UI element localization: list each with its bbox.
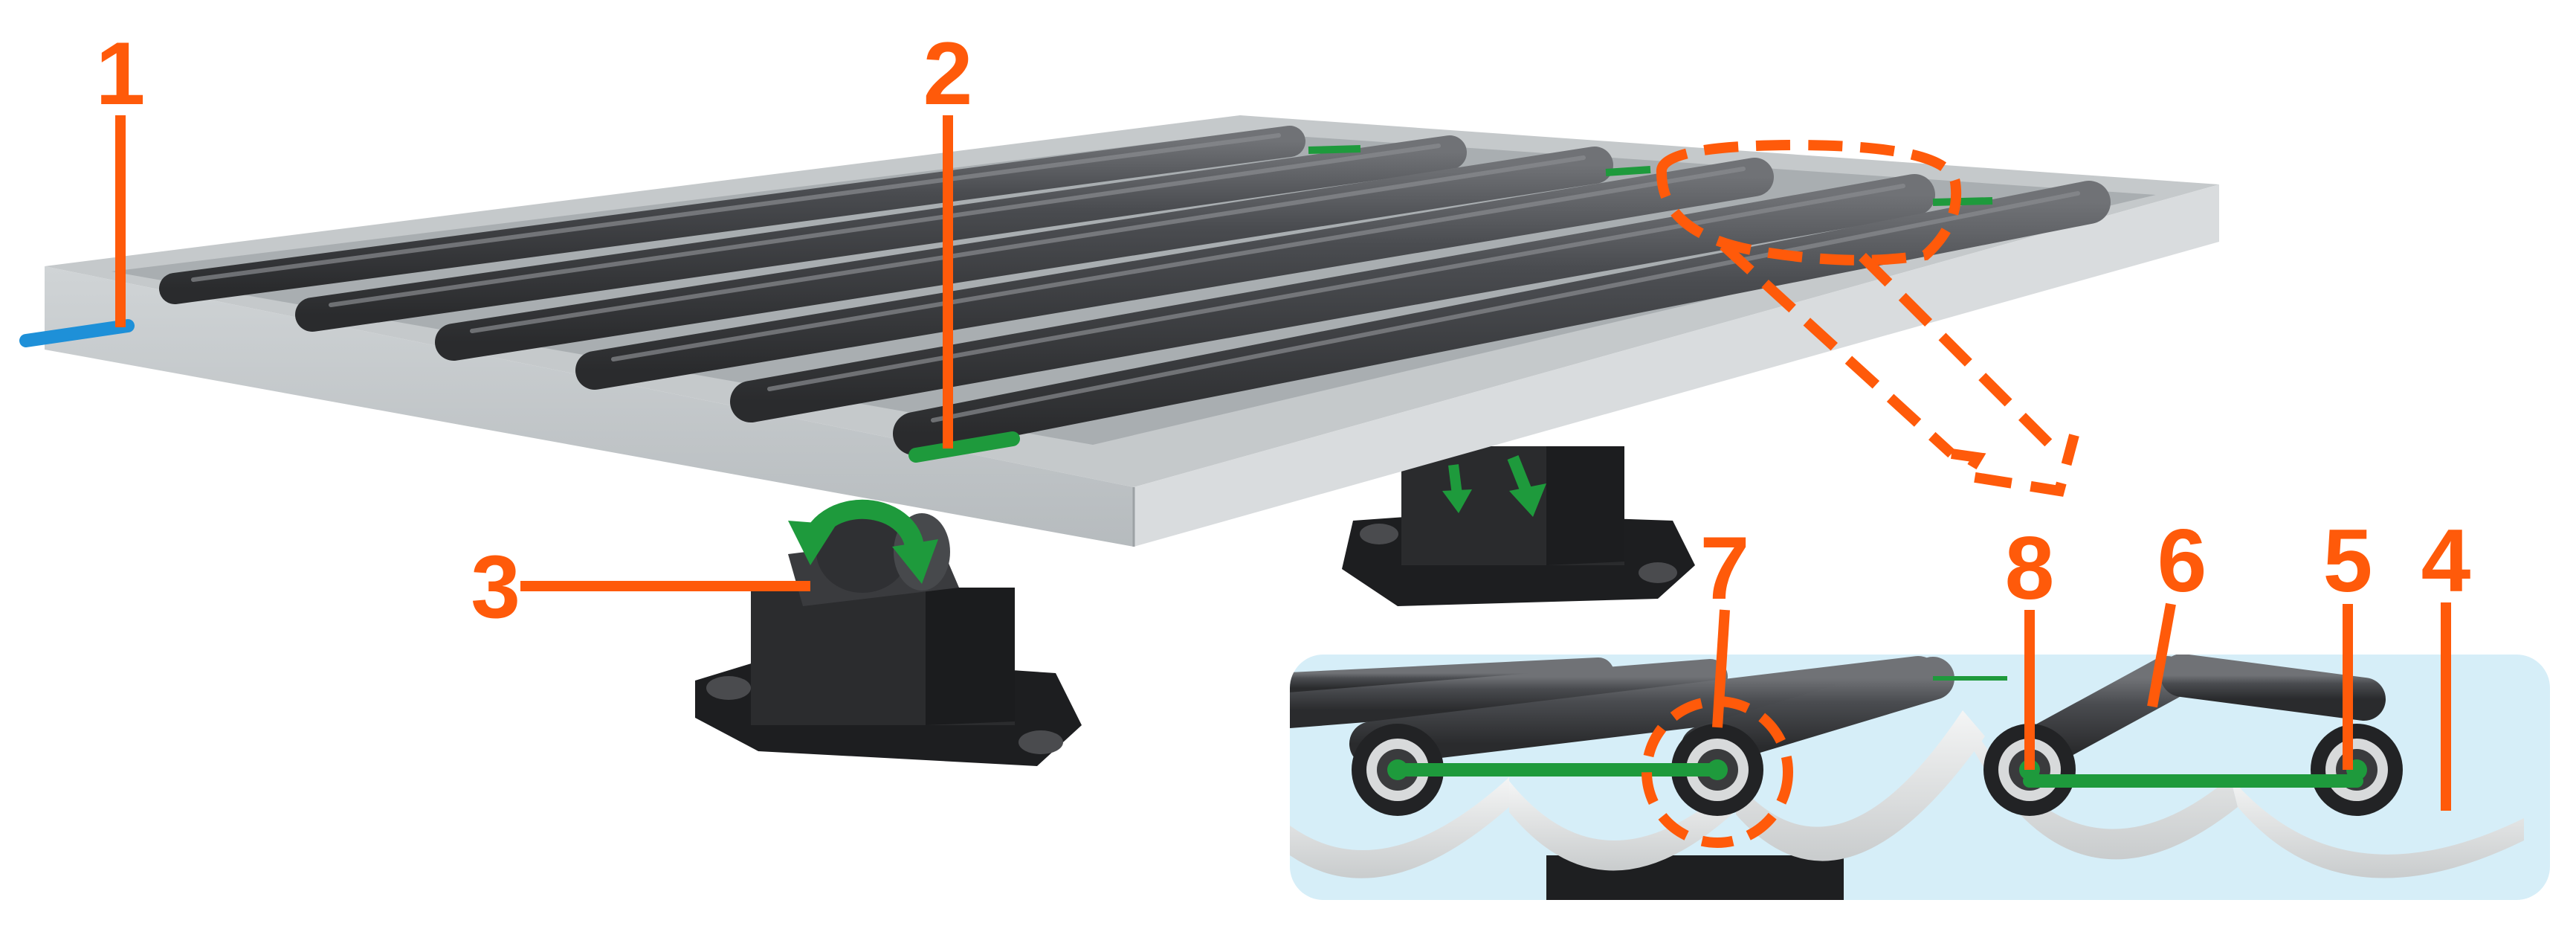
callout-labels: 1 2 3 4 5 6 7 8 — [96, 24, 2471, 637]
tilt-arrows — [1442, 455, 1546, 517]
highlight-circle — [1642, 696, 1793, 848]
outlet-pipe — [908, 431, 1020, 463]
callout-8: 8 — [2005, 518, 2055, 618]
callout-leaders — [115, 115, 2451, 811]
inlet-pipe — [19, 319, 135, 347]
rotation-arrow-icon — [788, 499, 938, 584]
zoom-leader-lines — [1720, 241, 2079, 497]
tilt-arrow-icon — [1448, 464, 1462, 495]
callout-5: 5 — [2323, 511, 2373, 611]
manifold-connectors — [1308, 145, 1993, 206]
reflector-trough — [1509, 781, 1736, 871]
callout-3: 3 — [471, 537, 520, 637]
callout-6: 6 — [2157, 511, 2207, 611]
detail-inset — [1290, 655, 2550, 900]
reflector-trough — [2230, 777, 2524, 878]
reflector-trough — [1736, 710, 1985, 861]
reflector-trough — [1963, 710, 2238, 860]
front-mount — [695, 511, 1082, 766]
callout-7: 7 — [1700, 518, 1750, 618]
reflector-trough — [1290, 777, 1509, 878]
callout-4: 4 — [2421, 511, 2471, 611]
callout-2: 2 — [923, 24, 973, 123]
tube-end — [2311, 724, 2403, 816]
callout-1: 1 — [96, 24, 146, 123]
detail-zoom-ellipse — [1656, 139, 1962, 266]
